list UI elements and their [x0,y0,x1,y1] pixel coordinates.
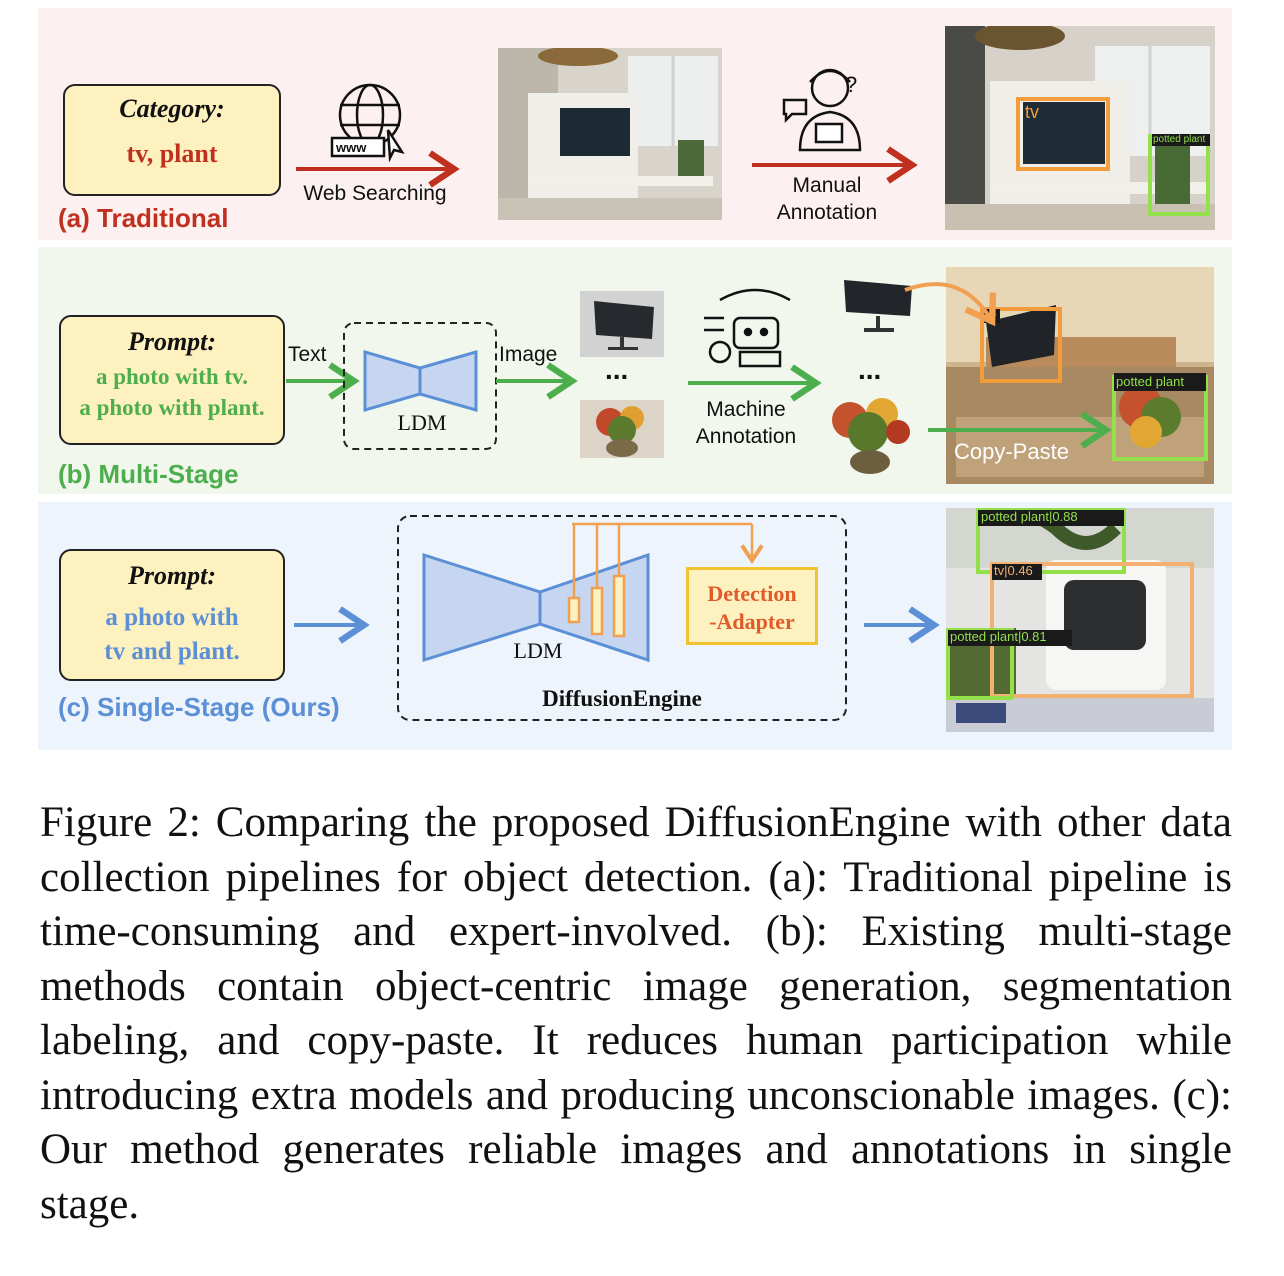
arrow-tv-paste [904,282,997,327]
annotated-image-traditional: tv potted plant [945,26,1215,230]
web-searching-label: Web Searching [303,182,447,205]
machine-label-2: Annotation [695,425,797,448]
image-label: Image [499,343,558,366]
result-label-tv: tv|0.46 [994,563,1033,578]
prompt-line-1-single: a photo with [105,604,239,631]
adapter-connector-lines [572,522,764,598]
diffusion-engine-label: DiffusionEngine [542,686,702,711]
label-multi-stage: (b) Multi-Stage [58,459,239,489]
result-label-plant-1: potted plant|0.88 [981,509,1078,524]
generated-plant-image [580,400,664,458]
ldm-label-single: LDM [513,638,563,663]
adapter-line-2: -Adapter [709,609,795,634]
ldm-label-multi: LDM [397,410,447,435]
figure-caption: Figure 2: Comparing the proposed Diffusi… [40,799,1232,1228]
generated-tv-image [580,291,664,357]
manual-label-1: Manual [792,174,862,197]
result-label-plant-2: potted plant|0.81 [950,629,1047,644]
retrieved-image [498,48,722,220]
manual-label-2: Annotation [776,201,878,224]
prompt-line-2-single: tv and plant. [104,638,240,665]
svg-text:www: www [335,140,367,155]
annotator-person-icon: ? [782,68,862,152]
text-label: Text [288,343,327,366]
ldm-hourglass-single [422,552,542,663]
prompt-line-1-multi: a photo with tv. [95,364,249,389]
dots-label-1: ... [605,354,629,385]
box-label-tv: tv [1025,102,1040,122]
segmented-tv-object [840,272,916,338]
adapter-line-1: Detection [707,581,797,606]
copy-paste-image: tv potted plant Copy-Paste [946,267,1214,484]
label-single-stage: (c) Single-Stage (Ours) [58,692,340,722]
label-traditional: (a) Traditional [58,203,229,233]
ldm-dashed-frame-multi [343,322,497,450]
diffusion-engine-frame [397,515,847,721]
prompt-box-single: Prompt: a photo with tv and plant. [59,549,285,681]
detection-adapter-box: Detection -Adapter [686,567,818,645]
box-label-plant-multi: potted plant [1116,374,1184,389]
prompt-title-multi: Prompt: [127,327,217,356]
category-text: tv, plant [126,139,218,168]
prompt-title-single: Prompt: [127,561,217,590]
diagram-graphics: www ? [286,68,1112,721]
box-label-plant: potted plant [1153,134,1206,145]
copy-paste-label: Copy-Paste [954,439,1069,464]
category-title: Category: [119,94,225,123]
machine-label-1: Machine [706,398,786,421]
ldm-hourglass-multi [363,350,422,412]
result-image: potted plant|0.88 tv|0.46 potted plant|0… [946,508,1214,732]
robot-annotator-icon [704,288,791,368]
dots-label-2: ... [858,354,882,385]
prompt-line-2-multi: a photo with plant. [79,395,265,420]
globe-www-icon: www [330,83,405,163]
segmented-plant-object [820,392,920,478]
category-box: Category: tv, plant [63,84,281,196]
prompt-box-multi: Prompt: a photo with tv. a photo with pl… [59,315,285,445]
svg-text:?: ? [845,72,857,97]
